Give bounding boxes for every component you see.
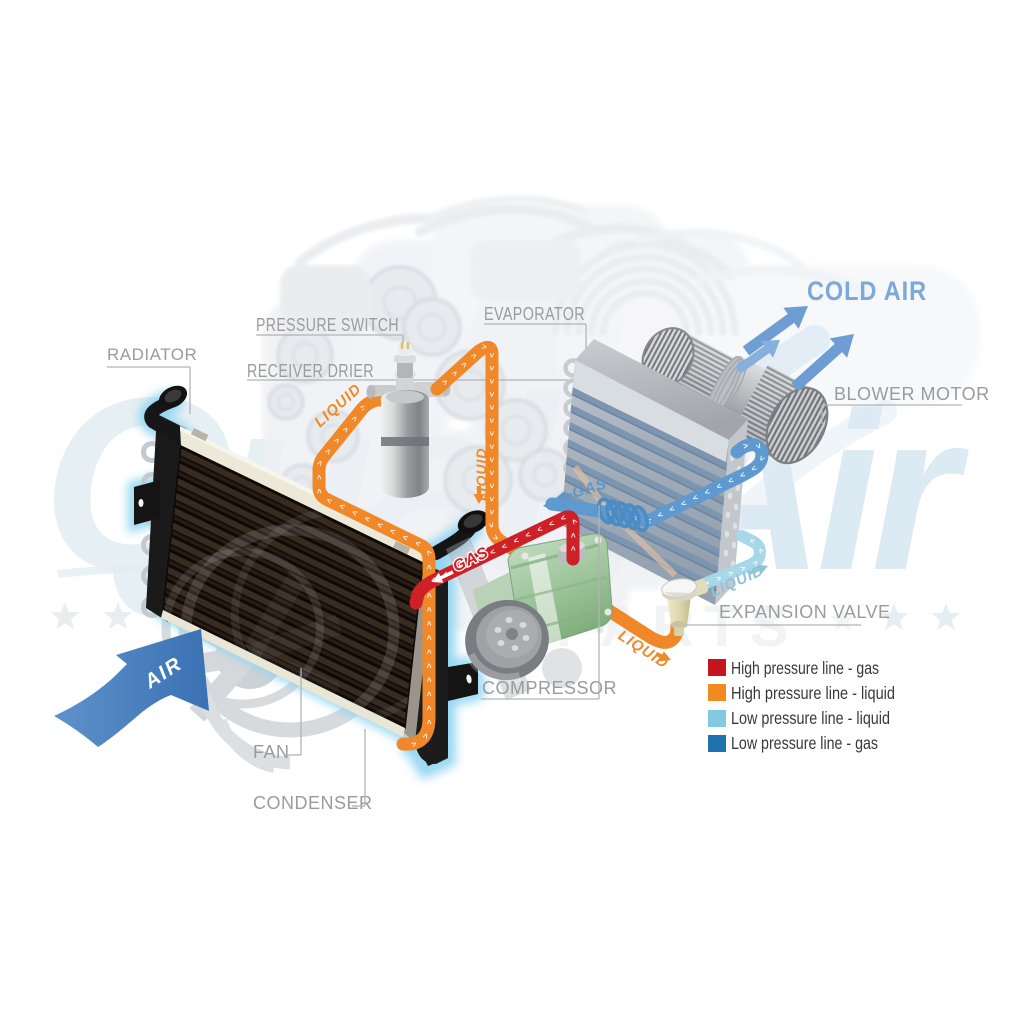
- svg-text:Low pressure line - gas: Low pressure line - gas: [731, 733, 878, 753]
- svg-text:RADIATOR: RADIATOR: [107, 345, 197, 364]
- svg-text:Low pressure line - liquid: Low pressure line - liquid: [731, 708, 890, 728]
- svg-text:High pressure line - liquid: High pressure line - liquid: [731, 683, 895, 703]
- svg-text:High pressure line - gas: High pressure line - gas: [731, 658, 879, 678]
- svg-text:BLOWER MOTOR: BLOWER MOTOR: [834, 384, 990, 404]
- svg-text:EVAPORATOR: EVAPORATOR: [484, 304, 585, 324]
- svg-text:COMPRESSOR: COMPRESSOR: [482, 678, 617, 698]
- svg-text:FAN: FAN: [253, 742, 290, 762]
- svg-text:PRESSURE SWITCH: PRESSURE SWITCH: [256, 315, 399, 335]
- svg-text:EXPANSION VALVE: EXPANSION VALVE: [719, 602, 891, 622]
- svg-text:COLD AIR: COLD AIR: [807, 276, 927, 306]
- svg-text:CONDENSER: CONDENSER: [253, 793, 373, 813]
- svg-text:RECEIVER DRIER: RECEIVER DRIER: [247, 361, 374, 381]
